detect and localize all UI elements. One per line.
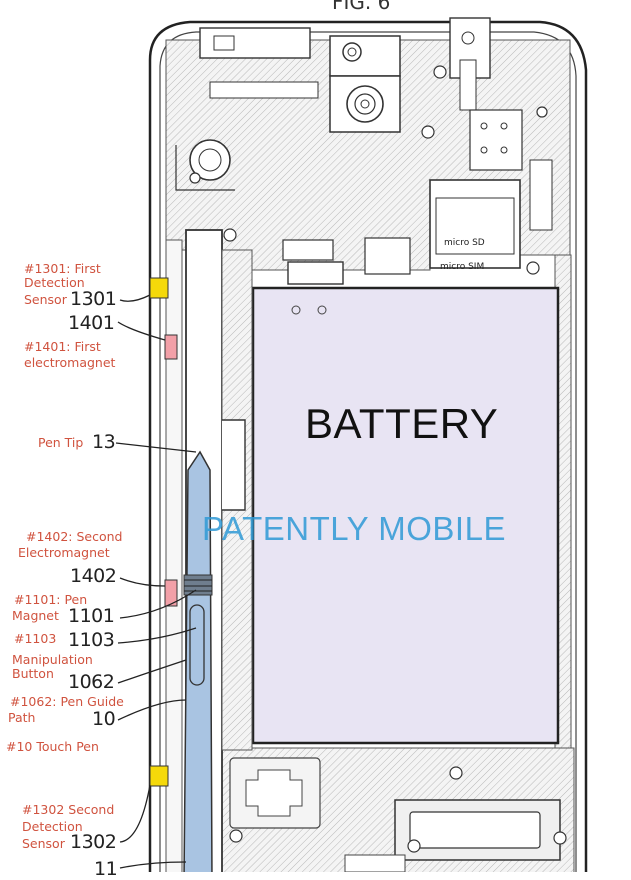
first-detection-sensor (149, 277, 169, 299)
label-1302-line3: Sensor (22, 836, 65, 851)
leader-1401 (117, 321, 166, 341)
label-1101-line2: Magnet (12, 608, 59, 623)
number-1402: 1402 (70, 565, 117, 587)
first-electromagnet (164, 334, 178, 360)
label-1062-line2: Path (8, 710, 36, 725)
number-1301: 1301 (70, 288, 117, 310)
number-1302: 1302 (70, 831, 117, 853)
number-10: 10 (92, 708, 116, 730)
label-pen-tip: Pen Tip (38, 435, 84, 450)
leader-1062 (117, 659, 187, 684)
leader-10 (117, 699, 187, 721)
label-1062-line1: #1062: Pen Guide (10, 694, 124, 709)
second-detection-sensor (149, 765, 169, 787)
label-1103-line2: Manipulation (12, 652, 93, 667)
label-1301-line3: Sensor (24, 292, 67, 307)
camera-module-1 (329, 35, 401, 77)
label-1103-line3: Button (12, 666, 54, 681)
micro-sim-label: micro SIM (440, 262, 485, 272)
label-1402-line1: #1402: Second (26, 529, 123, 544)
leader-1402 (119, 577, 166, 587)
leader-1302 (119, 784, 151, 843)
second-electromagnet (164, 579, 178, 607)
label-1401-line2: electromagnet (24, 355, 116, 370)
number-1101: 1101 (68, 605, 115, 627)
label-1401-line1: #1401: First (24, 339, 101, 354)
label-1302-line1: #1302 Second (22, 802, 115, 817)
pen-magnet (183, 574, 213, 596)
figure-title: FIG. 6 (332, 0, 391, 14)
label-1103-line1: #1103 (14, 631, 57, 646)
number-13: 13 (92, 431, 116, 453)
label-1301-line1: #1301: First (24, 261, 101, 276)
left-rail (165, 239, 183, 872)
battery-pack (251, 286, 560, 745)
phone-frame (148, 20, 588, 872)
leader-1101 (119, 589, 197, 619)
flex-cable (209, 81, 319, 99)
number-11: 11 (94, 858, 118, 880)
watermark: PATENTLY MOBILE (202, 510, 506, 547)
leader-1301 (119, 294, 151, 302)
number-1103: 1103 (68, 629, 115, 651)
label-1302-line2: Detection (22, 819, 83, 834)
leader-13 (115, 442, 197, 453)
label-1301-line2: Detection (24, 275, 85, 290)
label-10: #10 Touch Pen (6, 739, 99, 754)
battery-label: BATTERY (305, 400, 499, 447)
leader-1103 (117, 627, 197, 644)
number-1401: 1401 (68, 312, 115, 334)
number-1062: 1062 (68, 671, 115, 693)
label-1101-line1: #1101: Pen (14, 592, 88, 607)
manipulation-button (189, 604, 205, 686)
micro-sd-label: micro SD (444, 238, 485, 248)
leader-11 (119, 861, 187, 869)
label-1402-line2: Electromagnet (18, 545, 110, 560)
